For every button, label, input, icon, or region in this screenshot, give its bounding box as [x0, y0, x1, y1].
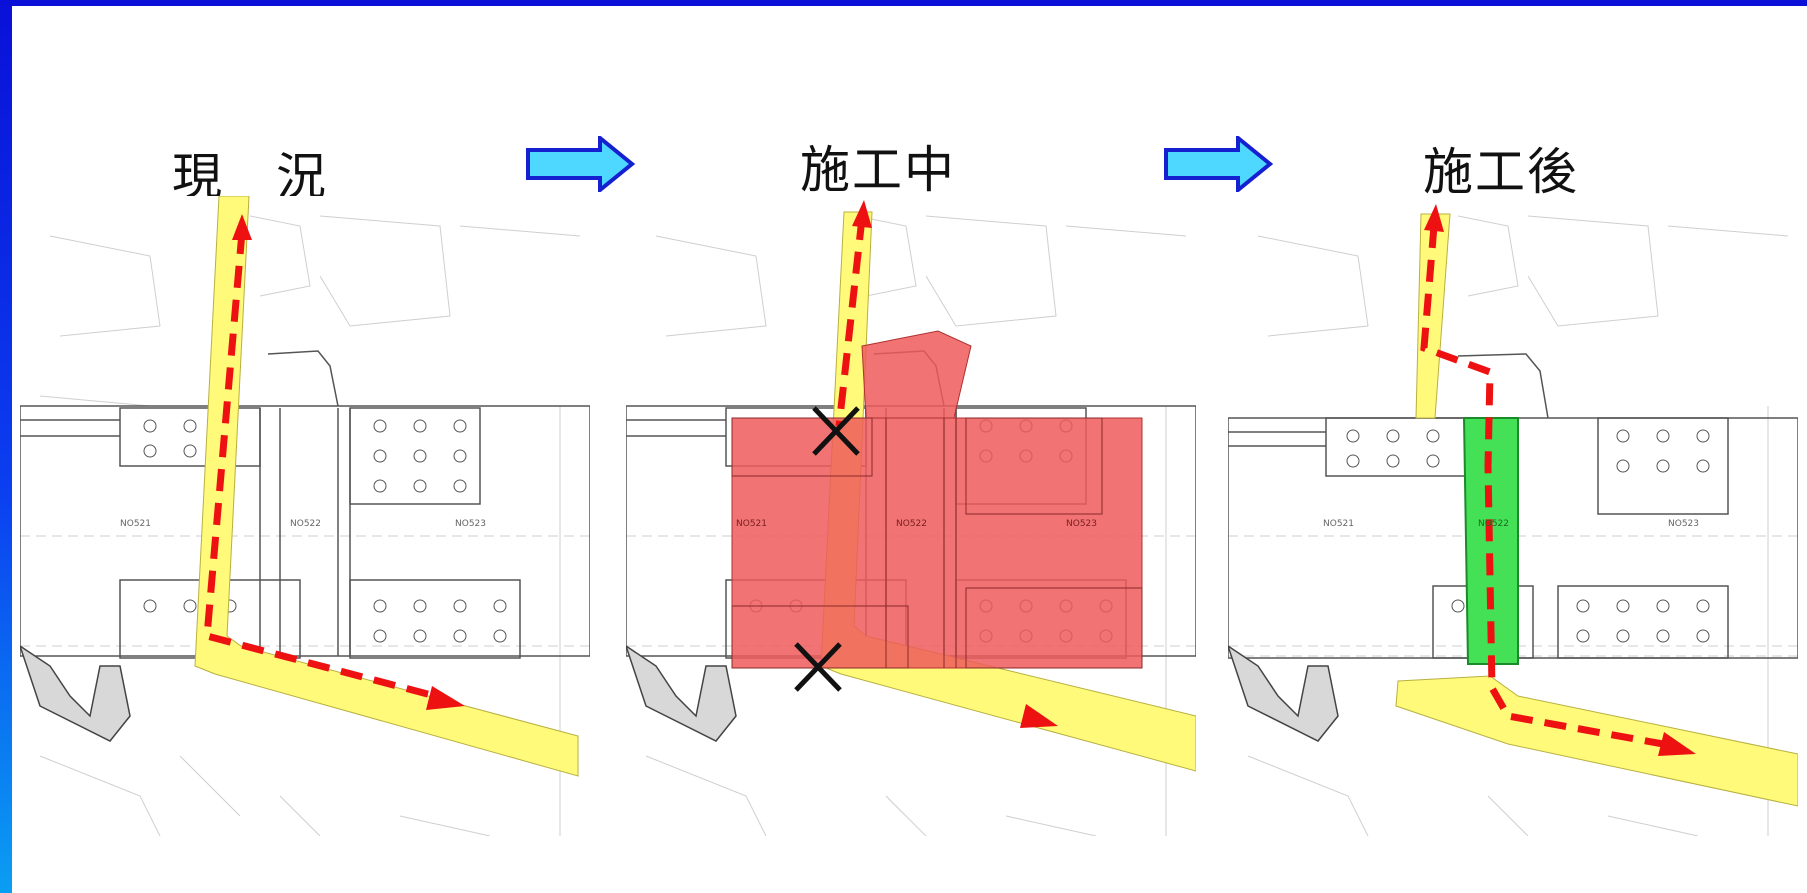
- station-label-2: NO522: [290, 519, 321, 529]
- background-linework: [20, 215, 590, 836]
- blocked-x-icon: [812, 406, 860, 456]
- background-linework: [1228, 215, 1798, 836]
- traffic-route: [203, 231, 436, 700]
- construction-zone: [731, 330, 1143, 669]
- station-label-1: NO521: [736, 519, 767, 529]
- blocked-x-icon: [794, 642, 842, 692]
- plan-drawing-after: NO521 NO522 NO523: [1228, 196, 1798, 836]
- stage-title-during: 施工中: [800, 141, 956, 199]
- route-arrowhead-north: [1424, 204, 1444, 232]
- slide-frame-left: [0, 0, 12, 893]
- slide-frame-top: [0, 0, 1807, 6]
- station-label-2: NO522: [1478, 519, 1509, 529]
- road-existing: [194, 196, 579, 777]
- retaining-wall: [1228, 645, 1339, 742]
- station-label-3: NO523: [1066, 519, 1097, 529]
- traffic-route: [1420, 225, 1664, 748]
- flow-arrow-2: [1162, 136, 1274, 192]
- plan-current: NO521 NO522 NO523: [20, 196, 590, 836]
- station-label-3: NO523: [1668, 519, 1699, 529]
- station-label-1: NO521: [1323, 519, 1354, 529]
- station-label-3: NO523: [455, 519, 486, 529]
- route-arrowhead-east: [1658, 732, 1696, 756]
- road-north: [1415, 213, 1451, 419]
- right-arrow-icon: [526, 136, 636, 192]
- right-arrow-icon: [1164, 136, 1274, 192]
- station-label-1: NO521: [120, 519, 151, 529]
- road-south: [1395, 675, 1798, 807]
- background-linework: [626, 215, 1196, 836]
- pile-marks: [1346, 429, 1710, 643]
- station-label-2: NO522: [896, 519, 927, 529]
- plan-during: NO521 NO522 NO523: [626, 196, 1196, 836]
- plan-drawing-during: NO521 NO522 NO523: [626, 196, 1196, 836]
- retaining-wall: [20, 645, 131, 742]
- flow-arrow-1: [524, 136, 636, 192]
- stage-title-after: 施工後: [1423, 143, 1579, 201]
- plan-after: NO521 NO522 NO523: [1228, 196, 1798, 836]
- route-arrowhead-east: [426, 686, 465, 710]
- plan-drawing-current: NO521 NO522 NO523: [20, 196, 590, 836]
- traffic-route: [835, 217, 866, 427]
- route-arrowhead-north: [232, 214, 252, 240]
- retaining-wall: [626, 645, 737, 742]
- route-arrowhead-east: [1020, 704, 1058, 728]
- route-arrowhead-north: [852, 200, 872, 228]
